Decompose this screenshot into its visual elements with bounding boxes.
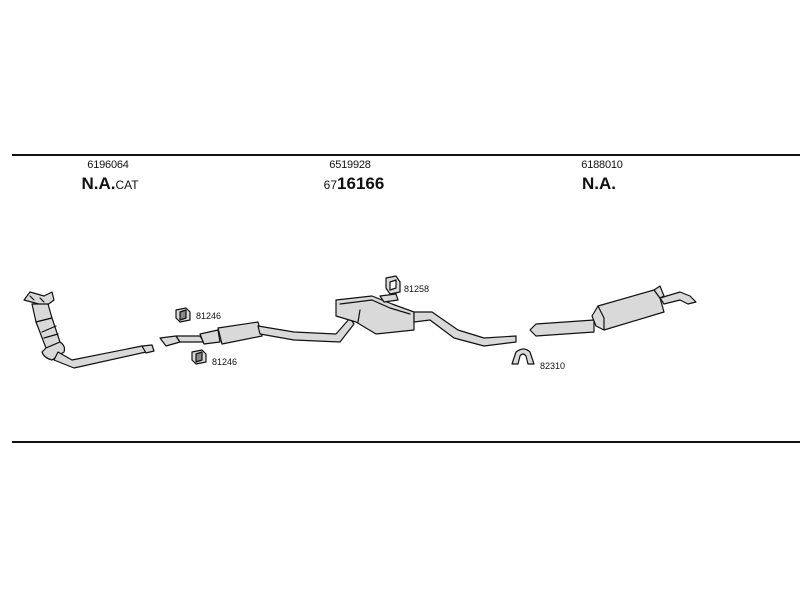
rubber-hanger-icon: [385, 275, 401, 295]
rubber-mount-icon: [175, 307, 191, 323]
fitting-label-82310: 82310: [540, 361, 565, 371]
section-2-alt-main: 16166: [337, 174, 385, 193]
section-3-status: N.A.: [572, 175, 626, 193]
front-pipe-catalytic-converter: [23, 291, 155, 369]
rear-muffler: [529, 285, 697, 337]
section-2-part-number: 6519928: [329, 159, 371, 171]
rubber-mount-icon: [191, 349, 207, 365]
section-2-alt-part-number: 6716166: [312, 175, 396, 193]
fitting-label-81258: 81258: [404, 284, 429, 294]
section-1-part-number: 6196064: [87, 159, 129, 171]
section-1-status: N.A.CAT: [68, 175, 152, 193]
top-divider-line: [12, 154, 800, 156]
section-1-status-main: N.A.: [81, 174, 116, 193]
fitting-label-81246-upper: 81246: [196, 311, 221, 321]
pipe-clamp-icon: [511, 348, 535, 365]
section-3-status-main: N.A.: [582, 174, 616, 193]
fitting-label-81246-lower: 81246: [212, 357, 237, 367]
section-3-part-number: 6188010: [581, 159, 623, 171]
intermediate-pipe-center-muffler: [159, 293, 517, 347]
section-2-alt-prefix: 67: [323, 178, 338, 192]
bottom-divider-line: [12, 441, 800, 443]
section-1-status-suffix: CAT: [115, 178, 139, 192]
